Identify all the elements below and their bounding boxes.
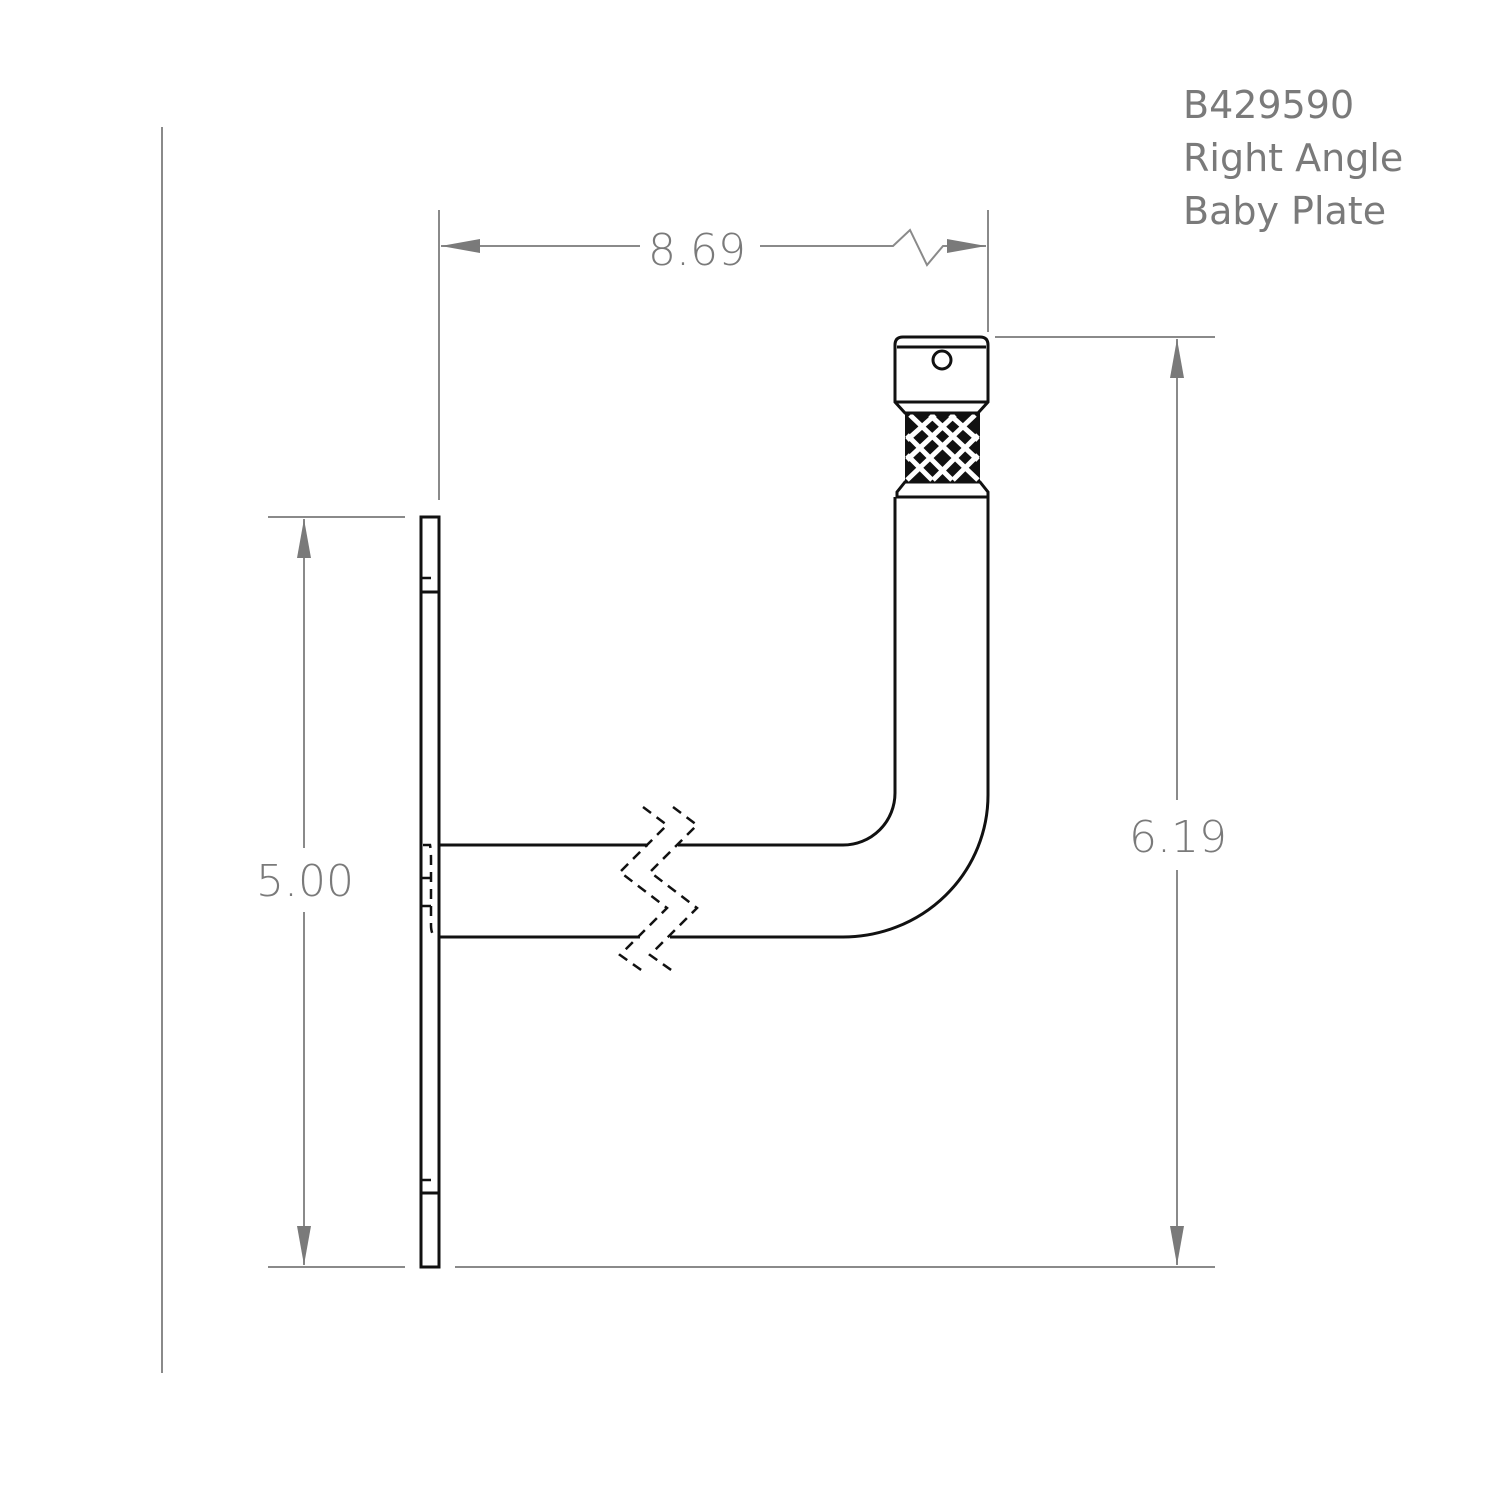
title-line-1: Right Angle <box>1183 136 1403 180</box>
height-dimension: 6.19 <box>455 336 1227 1268</box>
width-dimension: 8.69 <box>438 210 989 500</box>
pin-hole <box>931 349 953 371</box>
plate-height-dimension: 5.00 <box>256 516 405 1268</box>
baby-plate <box>419 515 441 1269</box>
pin-head <box>893 335 990 499</box>
title-line-2: Baby Plate <box>1183 189 1386 233</box>
height-value: 6.19 <box>1129 812 1227 863</box>
plate-height-value: 5.00 <box>256 856 354 907</box>
part-number: B429590 <box>1183 83 1354 127</box>
right-angle-tube <box>439 497 990 974</box>
width-value: 8.69 <box>648 225 746 276</box>
